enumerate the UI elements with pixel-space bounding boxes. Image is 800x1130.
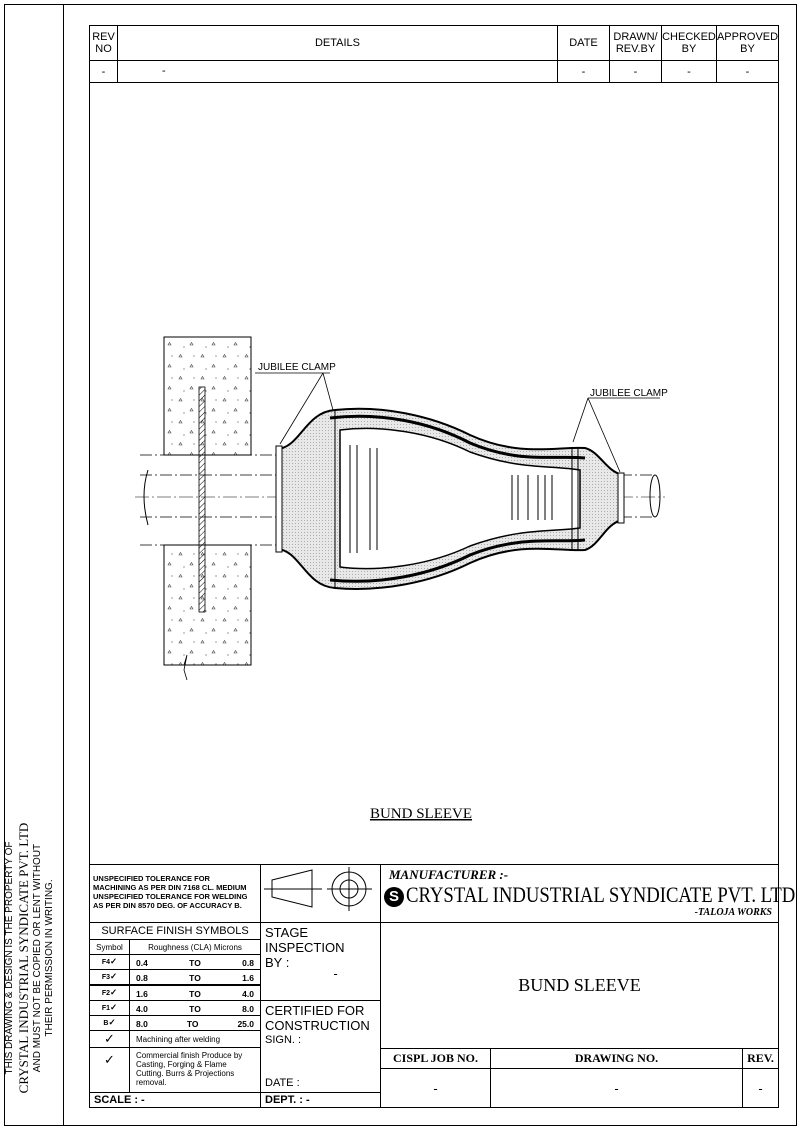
sleeve (275, 407, 625, 590)
check-icon: ✓ (108, 1017, 116, 1028)
clamp-left (275, 445, 283, 553)
approved-cell: - (716, 60, 779, 83)
works-label: -TALOJA WORKS (694, 907, 772, 918)
job-no-header: CISPL JOB NO. (380, 1048, 491, 1069)
by-label: BY : (265, 955, 290, 970)
roughness-row: 8.0 TO 25.0 (129, 1015, 261, 1032)
rev-value: - (742, 1068, 779, 1108)
roughness-from: 8.0 (136, 1019, 148, 1030)
puddle-flange (198, 386, 206, 613)
roughness-to: TO (189, 973, 201, 984)
tolerance-line: AS PER DIN 8570 DEG. OF ACCURACY B. (93, 901, 242, 910)
roughness-row: 0.4 TO 0.8 (129, 954, 261, 970)
side-divider (63, 4, 64, 1126)
machining-note: Machining after welding (129, 1030, 261, 1048)
check-icon: ✓ (110, 1001, 118, 1012)
commercial-check-icon: ✓ (89, 1047, 130, 1093)
label-jubilee-clamp-right: JUBILEE CLAMP (590, 388, 668, 399)
break-line (183, 654, 188, 681)
finish-symbol-label: F4 (101, 959, 111, 966)
commercial-note: Commercial finish Produce by Casting, Fo… (129, 1047, 261, 1093)
company-name: CRYSTAL INDUSTRIAL SYNDICATE PVT. LTD (406, 882, 796, 907)
construction-label: CONSTRUCTION (265, 1018, 370, 1033)
scale-field: SCALE : - (89, 1092, 261, 1108)
check-icon: ✓ (110, 956, 118, 966)
drawing-caption: BUND SLEEVE (370, 806, 472, 822)
finish-symbol-icon: F3✓ (89, 969, 130, 986)
finish-symbol-icon: F2✓ (89, 984, 130, 1001)
concrete-wall (163, 336, 252, 681)
roughness-max: 8.0 (242, 1003, 254, 1014)
projection-symbol-icon (264, 867, 372, 911)
roughness-max: 1.6 (242, 973, 254, 984)
manufacturer-block: MANUFACTURER :- S CRYSTAL INDUSTRIAL SYN… (380, 864, 795, 923)
company-logo-icon: S (384, 887, 404, 907)
finish-symbol-label: B (103, 1020, 109, 1028)
sign-field: SIGN. : (265, 1034, 302, 1046)
label-jubilee-clamp-left: JUBILEE CLAMP (258, 362, 336, 373)
tolerance-line: UNSPECIFIED TOLERANCE FOR (93, 874, 210, 883)
certified-label: CERTIFIED FOR (265, 1003, 365, 1018)
drawn-header: DRAWN/ REV.BY (609, 25, 662, 61)
finish-symbol-icon: F4✓ (89, 954, 130, 970)
roughness-max: 0.8 (242, 958, 254, 968)
rev-header: REV. (742, 1048, 779, 1069)
roughness-max: 4.0 (242, 988, 254, 999)
check-icon: ✓ (110, 986, 118, 997)
finish-symbol-label: F2 (101, 989, 111, 997)
tolerance-line: UNSPECIFIED TOLERANCE FOR WELDING (93, 892, 248, 901)
roughness-row: 0.8 TO 1.6 (129, 969, 261, 986)
symbol-header: Symbol (89, 939, 130, 955)
date-field: DATE : (265, 1077, 300, 1089)
clamp-right (617, 472, 625, 524)
roughness-from: 0.4 (136, 958, 148, 968)
surface-finish-title: SURFACE FINISH SYMBOLS (89, 922, 261, 940)
inspection-label: INSPECTION (265, 940, 345, 955)
roughness-row: 4.0 TO 8.0 (129, 999, 261, 1016)
leader-lines (255, 372, 660, 473)
roughness-header: Roughness (CLA) Microns (129, 939, 261, 955)
roughness-to: TO (189, 958, 201, 968)
stage-value: - (333, 966, 338, 981)
tolerance-note: UNSPECIFIED TOLERANCE FOR MACHINING AS P… (89, 864, 261, 923)
roughness-row: 1.6 TO 4.0 (129, 984, 261, 1001)
check-icon: ✓ (110, 971, 118, 982)
finish-symbol-icon: F1✓ (89, 999, 130, 1016)
drawing-no-header: DRAWING NO. (490, 1048, 743, 1069)
job-no-value: - (380, 1068, 491, 1108)
projection-cell (260, 864, 381, 923)
finish-symbol-label: F1 (101, 1004, 111, 1012)
roughness-to: TO (186, 1019, 199, 1030)
drawing-title: BUND SLEEVE (380, 922, 779, 1049)
certified-block: CERTIFIED FOR CONSTRUCTION SIGN. : DATE … (260, 1000, 381, 1093)
roughness-to: TO (189, 1003, 201, 1014)
finish-symbol-label: F3 (101, 974, 111, 982)
stage-inspection: STAGE INSPECTION BY : - (260, 922, 381, 1001)
roughness-to: TO (189, 988, 201, 999)
rev-header: REV NO (89, 25, 118, 61)
dept-field: DEPT. : - (260, 1092, 381, 1108)
tolerance-line: MACHINING AS PER DIN 7168 CL. MEDIUM (93, 883, 247, 892)
approved-header: APPROVED BY (716, 25, 779, 61)
check-icon: ✓ (89, 1030, 130, 1048)
roughness-from: 0.8 (136, 973, 148, 984)
roughness-max: 25.0 (237, 1019, 254, 1030)
drawing-no-value: - (490, 1068, 743, 1108)
roughness-from: 4.0 (136, 1003, 148, 1014)
outer-frame (4, 4, 797, 1126)
roughness-from: 1.6 (136, 988, 148, 999)
manufacturer-label: MANUFACTURER :- (389, 867, 509, 882)
stage-label: STAGE (265, 925, 309, 940)
finish-symbol-icon: B✓ (89, 1015, 130, 1032)
